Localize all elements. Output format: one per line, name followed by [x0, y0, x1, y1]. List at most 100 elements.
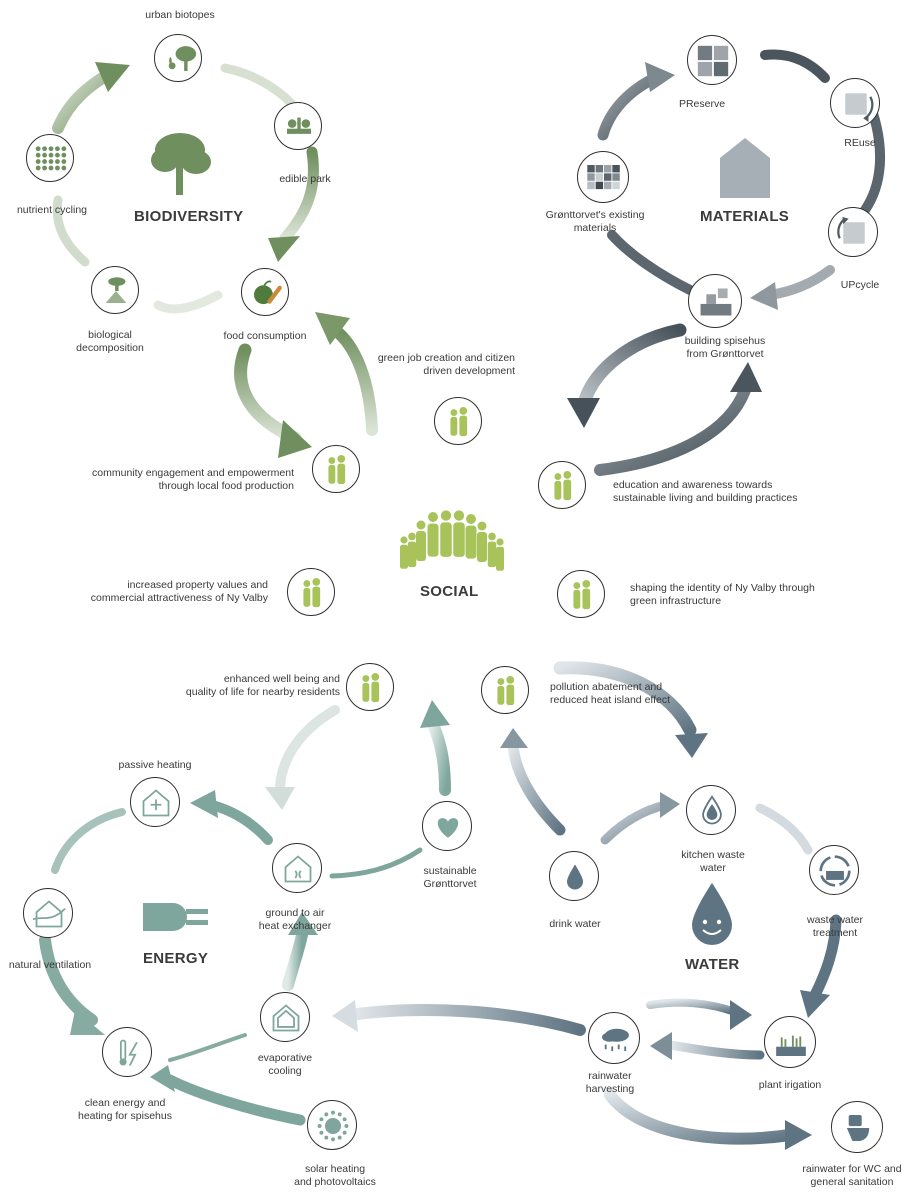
node-social	[434, 397, 482, 445]
arrowhead-education	[567, 398, 600, 428]
puzzle-upcycle-icon	[837, 216, 865, 244]
people-pair-icon	[573, 580, 591, 610]
apple-carrot-icon	[254, 280, 282, 305]
label-building-spisehus: building spisehus from Grønttorvet	[684, 335, 766, 360]
label-pollution: pollution abatement and reduced heat isl…	[550, 681, 671, 706]
arrow-edible-to-food	[279, 146, 319, 244]
arrow-building-to-existing	[607, 230, 695, 295]
node-reuse	[830, 78, 880, 128]
arrowhead-irrigation-left	[730, 1000, 752, 1030]
node-kitchen-waste-water	[686, 785, 736, 835]
plug-icon	[143, 903, 208, 931]
arrowhead-preserve	[645, 62, 675, 92]
people-pair-icon	[303, 578, 321, 608]
water-drops-icon	[702, 795, 722, 825]
label-sustainable-gronttorvet: sustainable Grønttorvet	[423, 865, 477, 890]
label-preserve: PReserve	[678, 98, 726, 110]
house-heat-icon	[142, 789, 170, 817]
node-building-spisehus	[688, 274, 742, 328]
node-social	[481, 666, 529, 714]
mushroom-grain-icon	[105, 277, 127, 303]
arrowhead-building	[750, 282, 778, 310]
arrowhead-kitchen	[675, 733, 708, 758]
arrow-evap-to-groundair	[282, 929, 308, 991]
node-waste-water-treatment	[809, 845, 859, 895]
people-pair-icon	[497, 676, 515, 706]
node-social	[346, 663, 394, 711]
node-drink-water	[549, 851, 599, 901]
big-tree-icon	[151, 133, 211, 195]
arrow-rain-to-evap	[344, 1004, 586, 1036]
arrow-rain-to-irrigation	[646, 998, 739, 1016]
heart-icon	[437, 818, 459, 838]
arrow-sustainable-to-wellbeing	[426, 716, 451, 796]
arrowhead-kitchen-side	[660, 792, 680, 818]
node-biological-decomposition	[91, 266, 139, 314]
label-passive-heating: passive heating	[118, 759, 192, 771]
node-rainwater-harvesting	[588, 1012, 640, 1064]
label-green-job: green job creation and citizen driven de…	[377, 352, 515, 377]
social-title: SOCIAL	[420, 583, 479, 600]
water-drop-icon	[566, 864, 584, 890]
arrowhead-pollution	[500, 728, 528, 748]
puzzle-icon	[697, 45, 729, 77]
node-social	[312, 445, 360, 493]
node-social	[538, 461, 586, 509]
arrow-evap-to-clean	[168, 1033, 247, 1062]
arrow-wellbeing-to-groundair	[275, 705, 340, 795]
arrowhead-food-up	[315, 312, 350, 345]
tree-with-rabbit-icon	[168, 46, 197, 71]
arrow-drink-to-pollution	[507, 739, 566, 836]
arrow-drink-to-kitchen	[600, 800, 670, 845]
arrow-rain-to-wc	[604, 1089, 796, 1145]
dots-grid-icon	[35, 146, 67, 171]
label-urban-biotopes: urban biotopes	[145, 9, 215, 21]
node-social	[557, 570, 605, 618]
label-biological-decomposition: biological decomposition	[76, 329, 144, 354]
label-waste-water-treatment: waste water treatment	[806, 914, 864, 939]
materials-title: MATERIALS	[700, 208, 790, 225]
arrowhead-rain	[650, 1032, 672, 1060]
label-education: education and awareness towards sustaina…	[613, 479, 798, 504]
smiling-drop-icon	[692, 883, 732, 945]
label-upcycle: UPcycle	[840, 279, 880, 291]
arrow-sustainable-to-groundair	[329, 847, 423, 879]
label-plant-irrigation: plant irigation	[758, 1079, 822, 1091]
label-edible-park: edible park	[279, 173, 331, 185]
arrow-preserve-to-reuse	[760, 49, 830, 83]
node-clean-energy	[102, 1027, 152, 1077]
label-existing-materials: Grønttorvet's existing materials	[545, 209, 645, 234]
energy-arrows	[39, 700, 451, 1126]
toilet-icon	[846, 1115, 870, 1141]
arrow-passive-to-ventilation	[51, 808, 126, 874]
arrow-irrigation-to-rain	[665, 1040, 765, 1060]
arrow-biotopes-to-edible	[220, 63, 300, 113]
node-edible-park	[274, 102, 322, 150]
arrow-ventilation-to-clean	[39, 934, 98, 1026]
arrowhead-irrigation	[800, 990, 830, 1018]
house-outline-icon	[272, 1004, 300, 1032]
arrow-education-to-building	[594, 384, 751, 476]
node-evaporative-cooling	[260, 992, 310, 1042]
people-pair-icon	[362, 673, 380, 703]
water-title: WATER	[685, 956, 740, 973]
arrowhead-clean-bottom	[150, 1065, 175, 1092]
node-nutrient-cycling	[26, 134, 74, 182]
materials-arrows	[567, 49, 885, 476]
node-natural-ventilation	[23, 888, 73, 938]
node-existing-materials	[577, 151, 629, 203]
label-shaping-identity: shaping the identity of Ny Valby through…	[630, 582, 815, 607]
label-reuse: REuse	[844, 137, 876, 149]
thermometer-bolt-icon	[119, 1039, 138, 1066]
house-ground-icon	[284, 855, 312, 883]
arrow-reuse-to-upcycle	[860, 105, 885, 215]
arrow-kitchen-to-treatment	[755, 803, 813, 855]
label-nutrient-cycling: nutrient cycling	[16, 204, 88, 216]
material-swatches-icon	[587, 165, 620, 190]
biodiversity-arrows	[52, 62, 378, 458]
label-natural-ventilation: natural ventilation	[8, 959, 92, 971]
garden-hands-icon	[287, 117, 311, 134]
house-wind-icon	[32, 900, 66, 928]
arrowhead-wc	[785, 1120, 812, 1150]
